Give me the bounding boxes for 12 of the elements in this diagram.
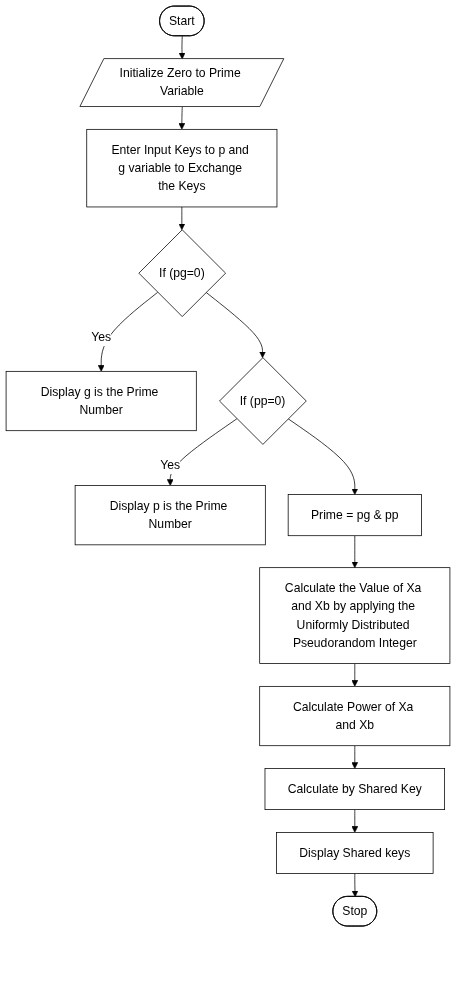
node-box: Display g is the Prime Number: [5, 370, 197, 432]
edge-label: Yes: [160, 458, 181, 472]
node-box: Display p is the Prime Number: [74, 485, 266, 546]
node-diamond: If (pp=0): [219, 357, 307, 445]
node-box: Prime = pg & pp: [287, 494, 422, 537]
edge-label: Yes: [91, 330, 112, 344]
node-box: Calculate Power of Xa and Xb: [259, 686, 451, 747]
node-box: Enter Input Keys to p and g variable to Exchange the Keys: [86, 128, 278, 208]
node-box: Calculate the Value of Xa and Xb by applying the Uniformly Distributed Pseudorandom Integer: [259, 567, 451, 664]
node-box: Display Shared keys: [276, 832, 434, 874]
node-diamond: If (pg=0): [138, 229, 226, 317]
node-box: Calculate by Shared Key: [264, 768, 445, 810]
